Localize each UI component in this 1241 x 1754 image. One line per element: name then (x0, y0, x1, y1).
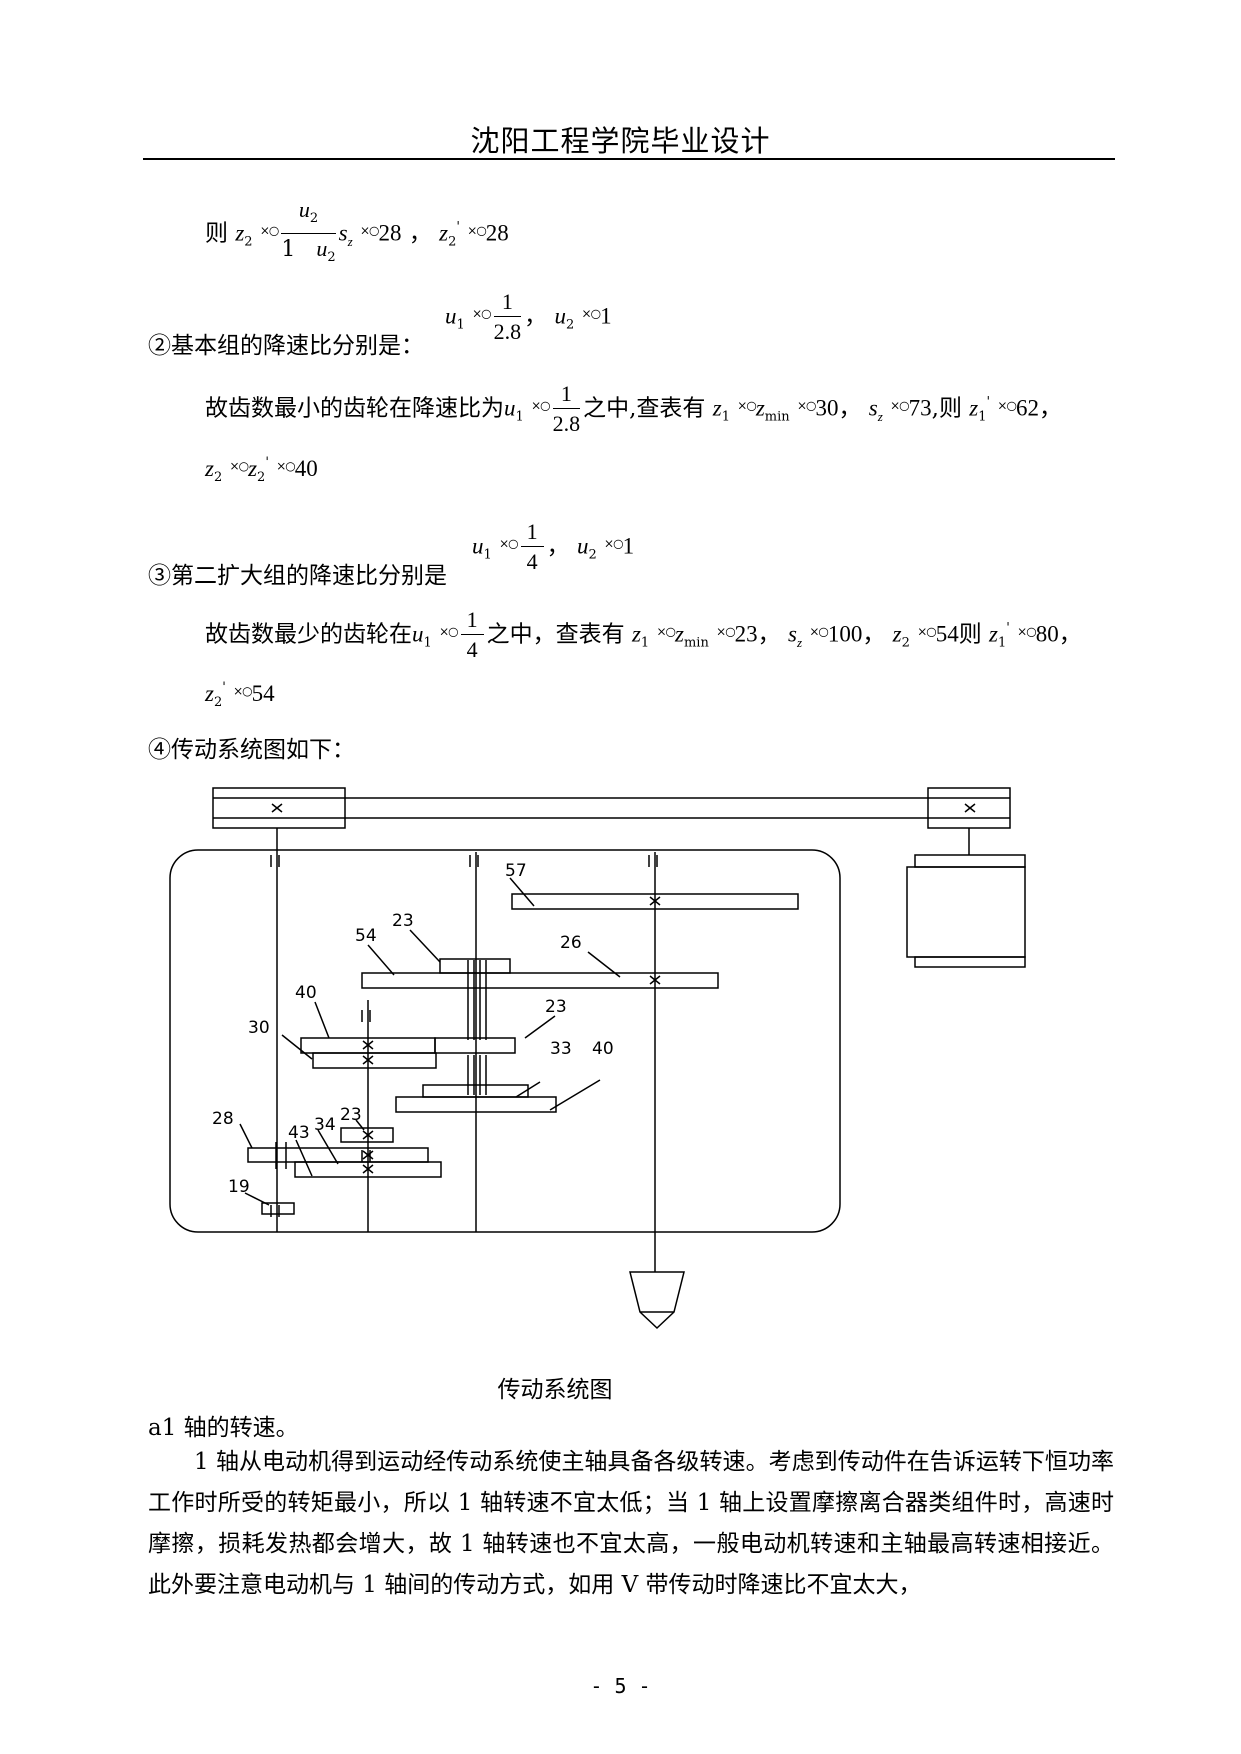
gear-label: 23 (392, 911, 414, 931)
gear-label: 23 (340, 1105, 362, 1125)
gearbox-housing (169, 849, 841, 1233)
page-header: 沈阳工程学院毕业设计 (470, 124, 771, 158)
gear-label: 40 (592, 1039, 614, 1059)
gear-label: 33 (550, 1039, 572, 1059)
gear-label: 26 (560, 933, 582, 953)
section-heading: a1 轴的转速。 (148, 1415, 299, 1441)
body-paragraph: 1 轴从电动机得到运动经传动系统使主轴具备各级转速。考虑到传动件在告诉运转下恒功… (148, 1449, 1114, 1598)
page-number: - 5 - (590, 1674, 651, 1698)
second-group-label: ③第二扩大组的降速比分别是 (148, 563, 447, 589)
gear-label: 28 (212, 1109, 234, 1129)
diagram-caption: 传动系统图 (497, 1377, 613, 1403)
motor (906, 866, 1026, 958)
basic-group-label: ②基本组的降速比分别是： (148, 333, 424, 359)
gear-label: 23 (545, 997, 567, 1017)
equation-z2prime-54: z2' ×○54 (205, 680, 275, 710)
gear-label: 19 (228, 1177, 250, 1197)
pulley-left (212, 787, 346, 829)
header-rule (143, 158, 1115, 160)
gear-label: 54 (355, 926, 377, 946)
diagram-intro: ④传动系统图如下： (148, 737, 355, 763)
gear-label: 34 (314, 1115, 336, 1135)
equation-prefix: 则 (205, 220, 228, 247)
equation-z2-40: z2 ×○z2' ×○40 (205, 455, 318, 485)
gear-label: 57 (505, 861, 527, 881)
gear-label: 40 (295, 983, 317, 1003)
gear-label: 30 (248, 1018, 270, 1038)
gear-label: 43 (288, 1123, 310, 1143)
